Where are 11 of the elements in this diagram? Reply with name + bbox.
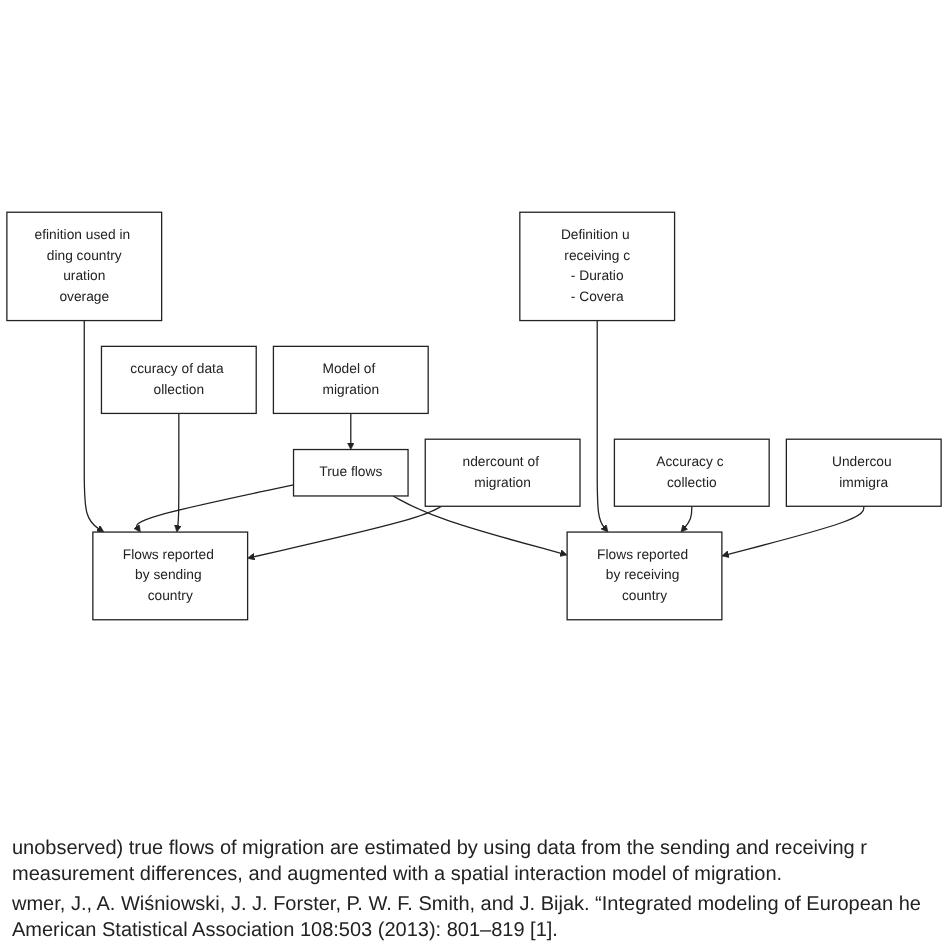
- figure-caption: unobserved) true flows of migration are estimated by using data from the sending and receiving r measurement differences, and augmented with a spatial interaction model of migration.: [12, 836, 869, 888]
- citation-note: wmer, J., A. Wiśniowski, J. J. Forster, P. W. F. Smith, and J. Bijak. “Integrated modeling of European he American Statistical Association 108:503 (2013): 801–819 [1].: [12, 892, 923, 944]
- arrow: [133, 484, 295, 533]
- arrow: [392, 495, 568, 557]
- arrow: [174, 412, 182, 533]
- arrow: [83, 319, 105, 533]
- arrow: [596, 319, 609, 533]
- arrow: [721, 505, 865, 558]
- arrow: [347, 412, 355, 450]
- arrow: [680, 505, 693, 533]
- arrow: [247, 505, 443, 561]
